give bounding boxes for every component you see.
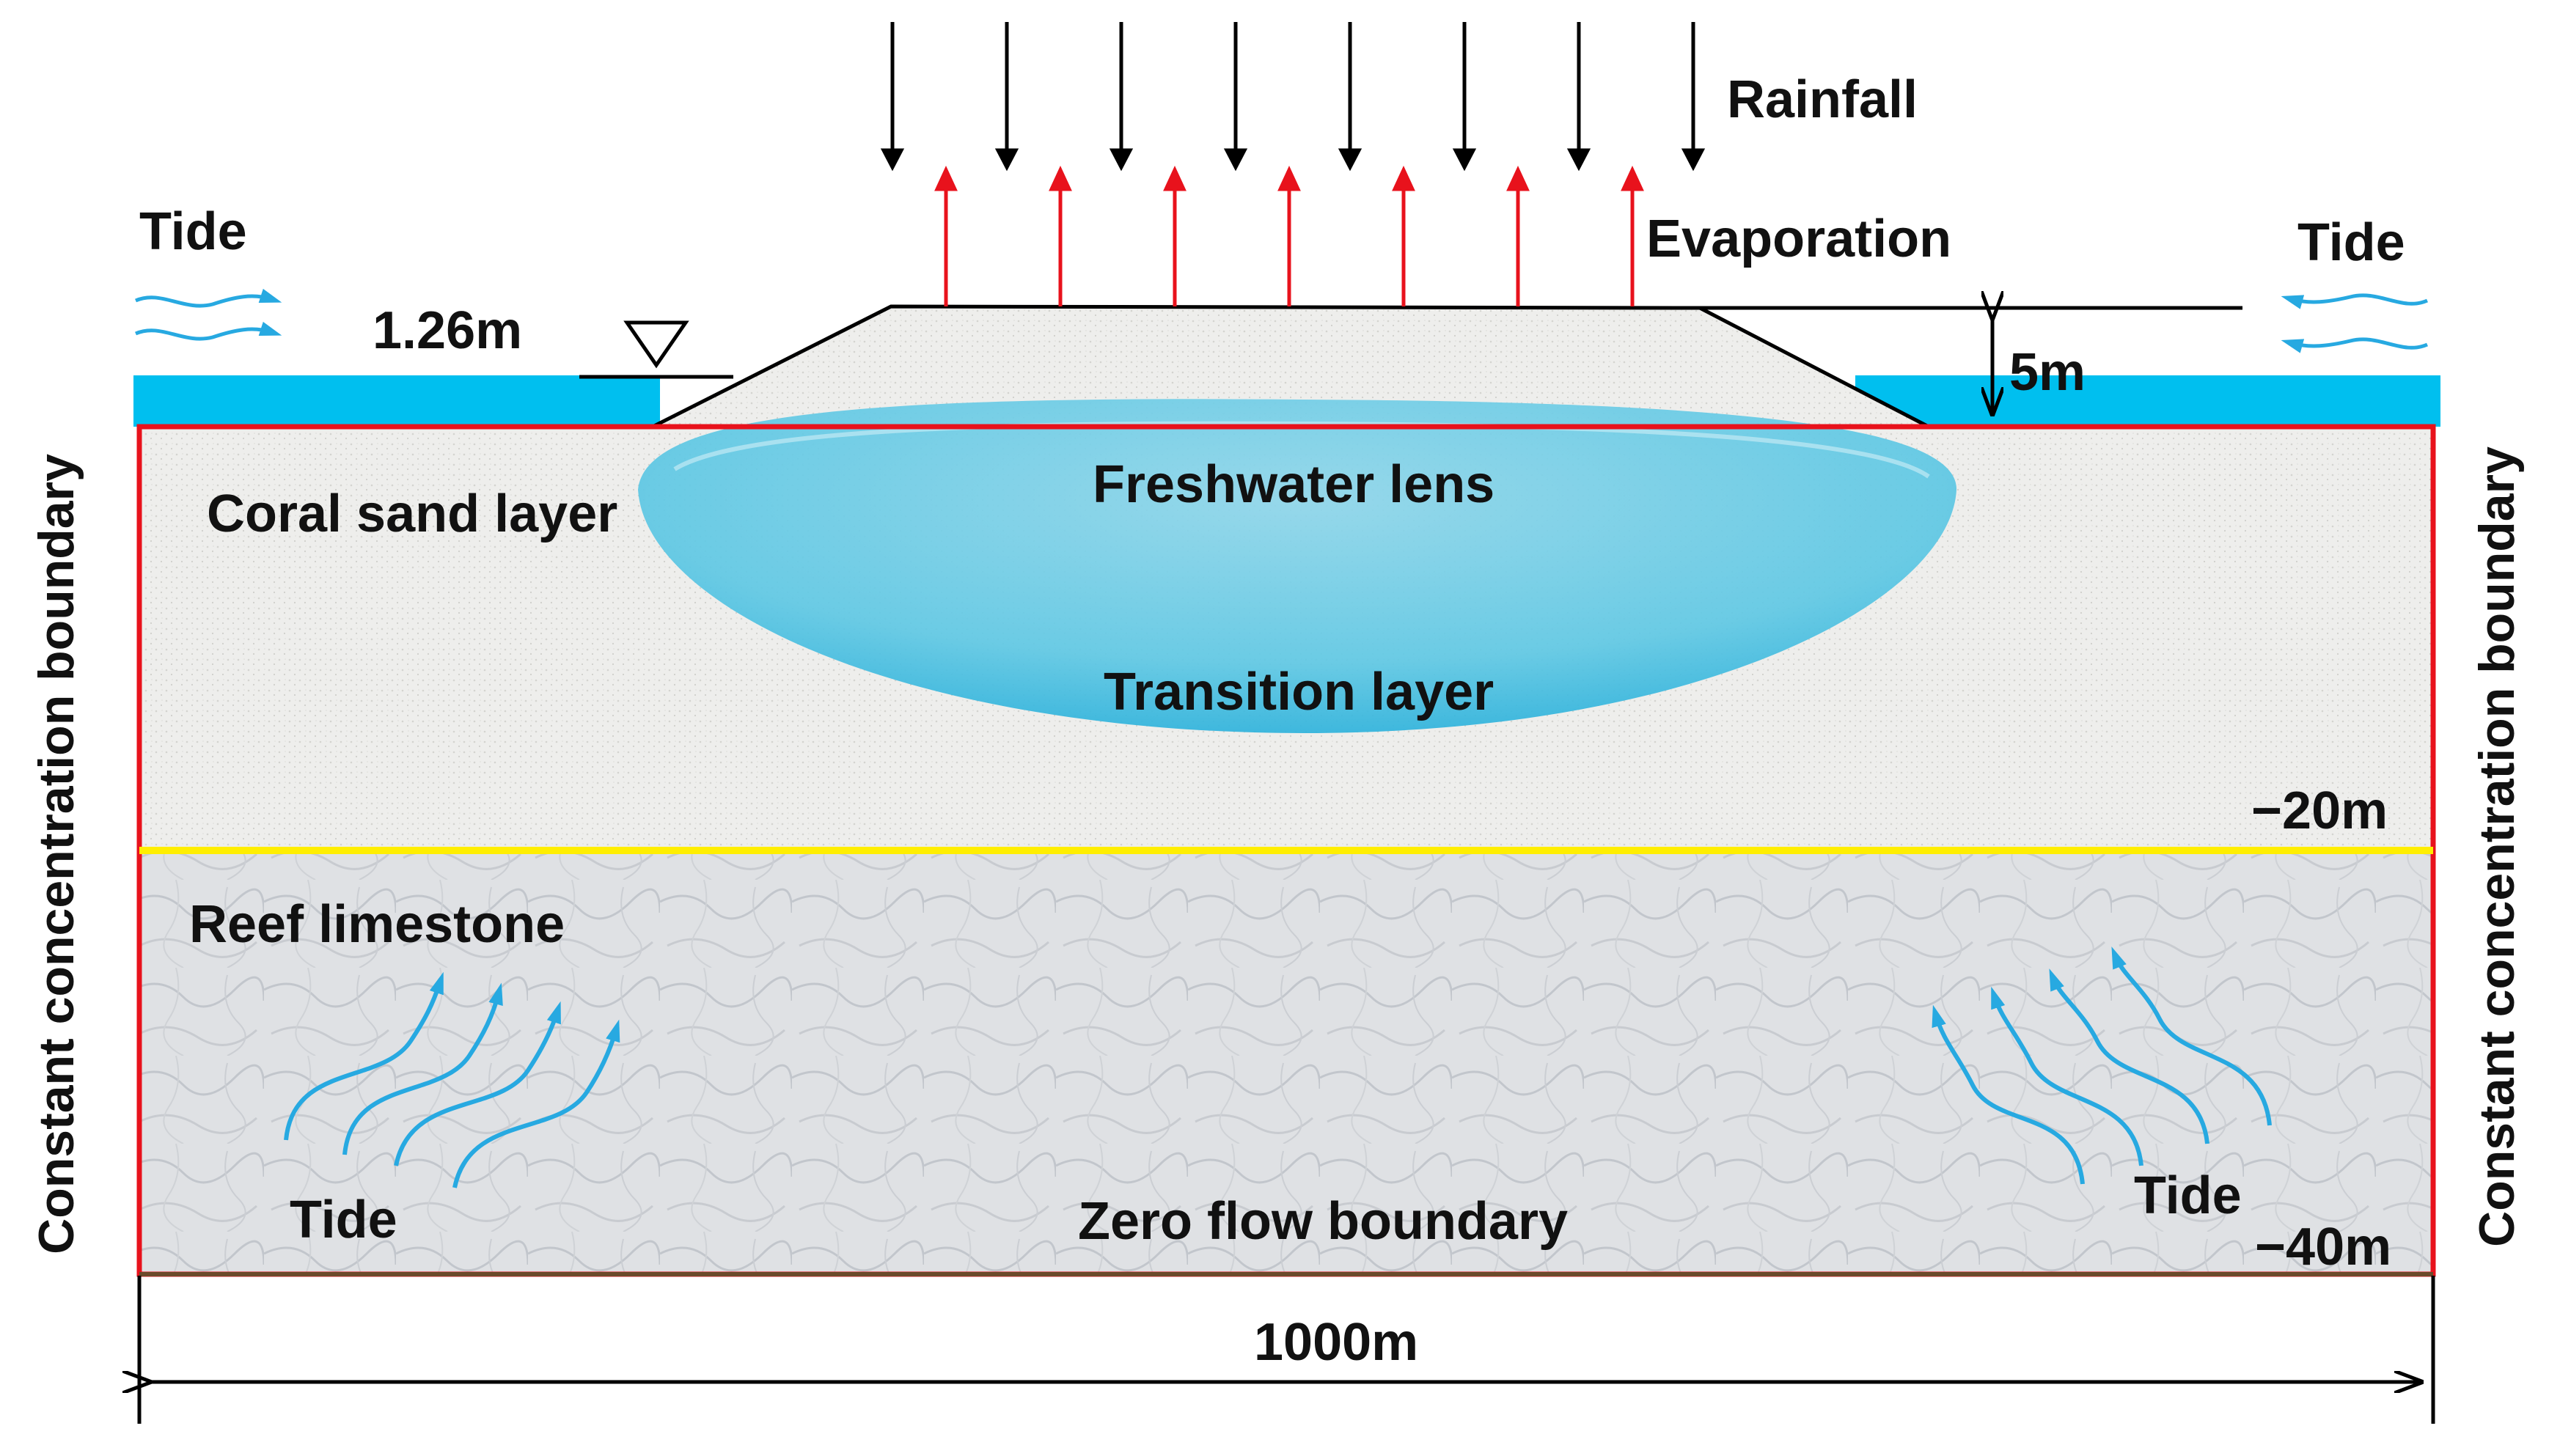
rainfall-arrows bbox=[880, 22, 1706, 172]
left-boundary-label: Constant concentration boundary bbox=[29, 454, 84, 1254]
right-boundary-label: Constant concentration boundary bbox=[2469, 446, 2525, 1247]
depth-20-label: −20m bbox=[2251, 782, 2388, 840]
freshwater-lens bbox=[638, 399, 1957, 733]
reef-limestone-layer bbox=[139, 850, 2433, 1274]
tide-arrows-top-right bbox=[2281, 293, 2428, 353]
reef-limestone-label: Reef limestone bbox=[189, 895, 565, 954]
evaporation-arrows bbox=[934, 166, 1644, 306]
freshwater-lens-label: Freshwater lens bbox=[1093, 455, 1494, 514]
island-surface bbox=[651, 304, 1930, 429]
water-level-label: 1.26m bbox=[373, 301, 522, 360]
coral-sand-layer-label: Coral sand layer bbox=[207, 485, 617, 543]
width-label: 1000m bbox=[1254, 1313, 1418, 1372]
transition-layer-label: Transition layer bbox=[1104, 663, 1494, 721]
tide-arrows-top-left bbox=[135, 288, 282, 341]
tide-arrows-bottom-left bbox=[284, 971, 620, 1188]
inverted-triangle-icon bbox=[623, 320, 689, 369]
tide-label-bottom-right: Tide bbox=[2134, 1166, 2242, 1225]
tide-label-top-left: Tide bbox=[139, 202, 247, 261]
elevation-label: 5m bbox=[2009, 343, 2086, 402]
tide-label-top-right: Tide bbox=[2297, 213, 2405, 272]
seawater-right bbox=[1855, 375, 2440, 427]
tide-label-bottom-left: Tide bbox=[290, 1191, 397, 1249]
evaporation-label: Evaporation bbox=[1646, 210, 1951, 268]
seawater-left bbox=[133, 375, 660, 427]
rainfall-label: Rainfall bbox=[1727, 70, 1918, 129]
tide-arrows-bottom-right bbox=[1932, 946, 2272, 1185]
depth-40-label: −40m bbox=[2255, 1218, 2391, 1276]
lens-inner-surface bbox=[673, 421, 1930, 479]
zero-flow-boundary-label: Zero flow boundary bbox=[1078, 1192, 1568, 1251]
